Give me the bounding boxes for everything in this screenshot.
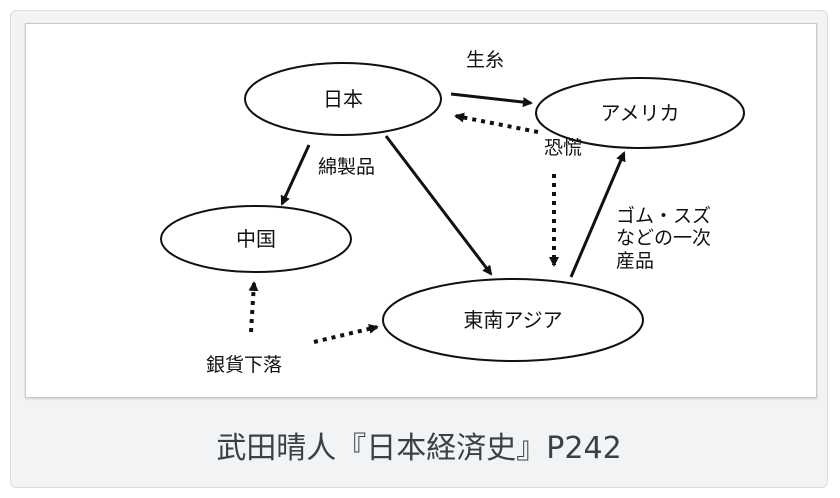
image-caption: 武田晴人『日本経済史』P242 [216, 431, 622, 466]
diagram-figure[interactable]: 日本 アメリカ 中国 東南アジア 生糸 恐慌 綿製品 ゴム・スズ などの一次 産… [25, 23, 817, 398]
dotted-arrow-america-to-japan [454, 112, 539, 134]
label-primary-products-2: などの一次 [616, 227, 711, 249]
label-cotton-goods: 綿製品 [318, 156, 375, 178]
node-china-label: 中国 [236, 227, 276, 251]
dotted-arrow-silver-to-china [248, 281, 259, 333]
node-southeast-asia [382, 278, 644, 362]
arrow-japan-to-china [280, 144, 311, 206]
label-silver-decline: 銀貨下落 [206, 354, 282, 376]
node-china [160, 205, 352, 273]
arrow-japan-to-southeast-asia [384, 135, 493, 276]
node-america [535, 77, 745, 149]
arrow-southeast-asia-to-america [569, 151, 626, 278]
node-southeast-asia-label: 東南アジア [463, 308, 562, 332]
node-japan [244, 62, 442, 136]
dotted-arrow-silver-to-southeast-asia [313, 323, 379, 344]
trade-flow-diagram: 日本 アメリカ 中国 東南アジア 生糸 恐慌 綿製品 ゴム・スズ などの一次 産… [160, 49, 745, 376]
arrow-japan-to-america [450, 92, 533, 108]
node-japan-label: 日本 [323, 87, 363, 111]
image-card: 日本 アメリカ 中国 東南アジア 生糸 恐慌 綿製品 ゴム・スズ などの一次 産… [10, 10, 828, 488]
label-raw-silk: 生糸 [466, 49, 504, 71]
label-panic: 恐慌 [544, 137, 582, 159]
label-primary-products-3: 産品 [616, 250, 654, 272]
node-america-label: アメリカ [601, 101, 680, 125]
label-primary-products-1: ゴム・スズ [616, 205, 711, 227]
